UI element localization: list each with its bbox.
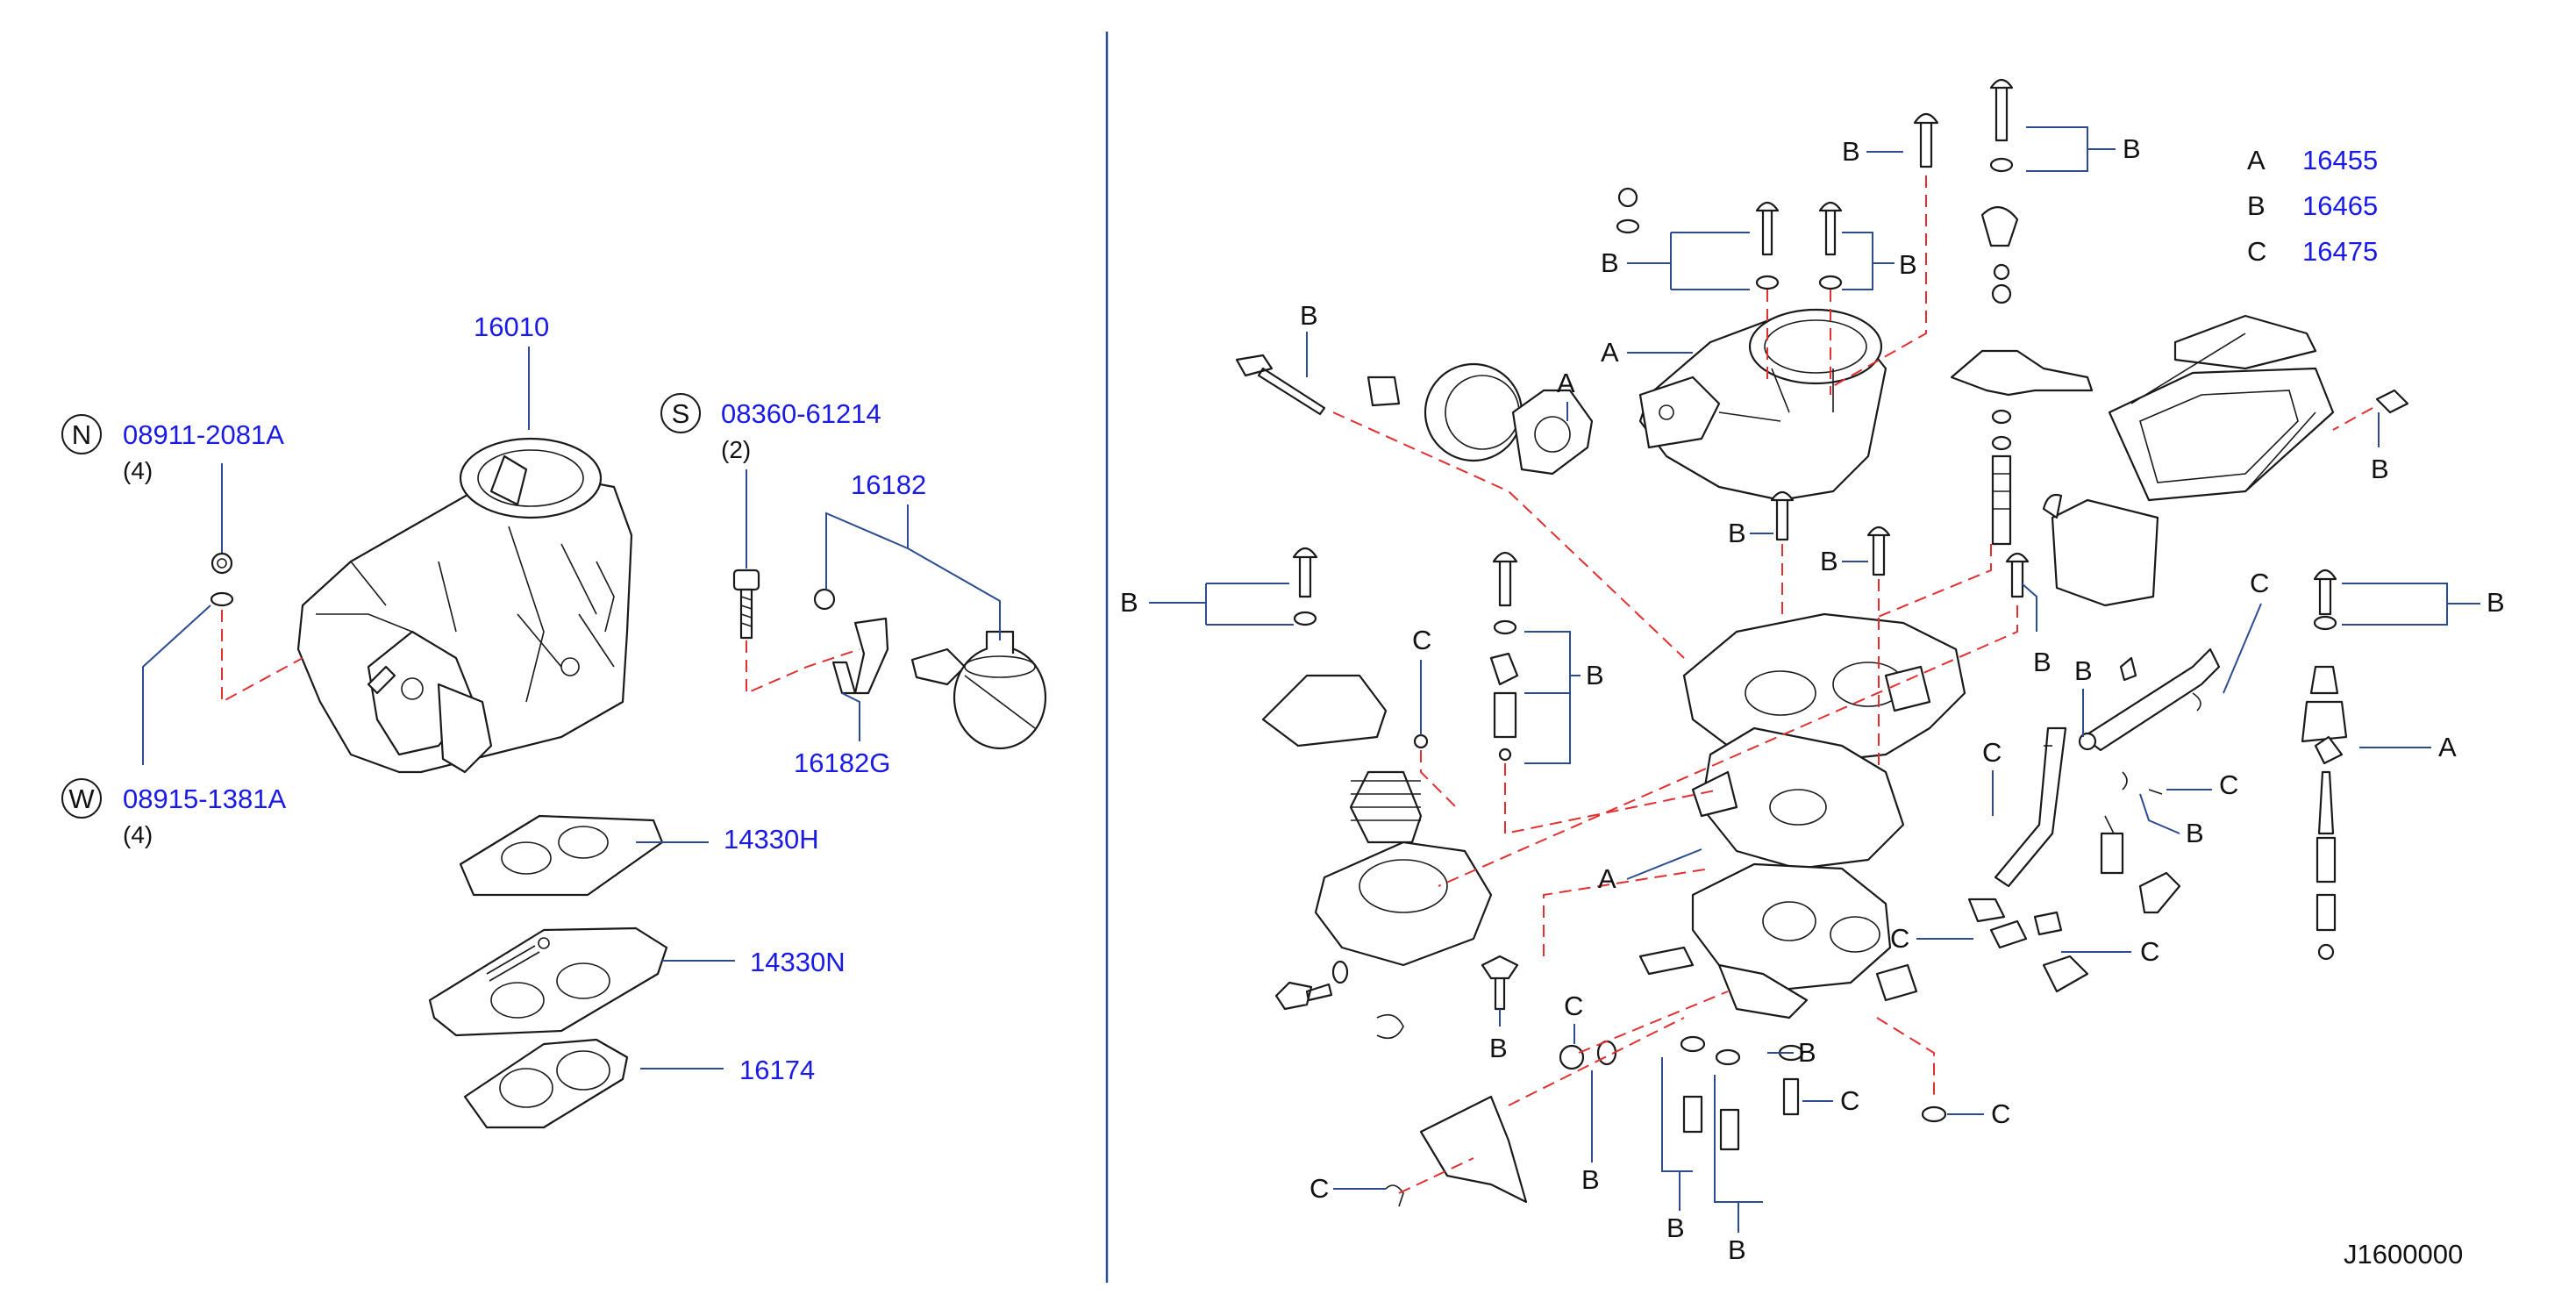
legend-key-c: C xyxy=(2247,236,2266,267)
legend-part-a[interactable]: 16455 xyxy=(2302,145,2378,175)
callout-b: B xyxy=(2033,647,2052,677)
part-number-actuator[interactable]: 16182 xyxy=(851,469,926,500)
symbol-s-callout: S 08360-61214 (2) xyxy=(660,393,881,463)
nut-n[interactable] xyxy=(211,552,233,575)
callouts-a: A A A A xyxy=(1557,337,2457,894)
legend: A 16455 B 16465 C 16475 xyxy=(2247,145,2378,267)
part-number-carburetor[interactable]: 16010 xyxy=(474,311,549,342)
screw-left-b[interactable] xyxy=(1292,547,1318,598)
callout-b: B xyxy=(2074,655,2093,686)
throttle-cone[interactable] xyxy=(1424,362,1594,476)
callout-c: C xyxy=(1309,1173,1329,1204)
callout-c: C xyxy=(1982,737,2002,768)
callout-b: B xyxy=(1820,546,1838,576)
part-number-w[interactable]: 08915-1381A xyxy=(123,783,286,814)
part-number-gasket-n[interactable]: 14330N xyxy=(750,947,846,977)
gasket-sandwich[interactable] xyxy=(2042,314,2335,607)
callout-b: B xyxy=(2487,587,2505,618)
callout-b: B xyxy=(1842,136,1860,167)
bolt-s[interactable] xyxy=(732,569,760,640)
callout-b: B xyxy=(1489,1033,1508,1063)
callout-b: B xyxy=(2371,454,2389,484)
legend-key-b: B xyxy=(2247,190,2266,221)
callout-b: B xyxy=(2123,133,2141,164)
air-horn[interactable] xyxy=(1638,308,1887,502)
symbol-n-letter: N xyxy=(72,419,91,450)
symbol-s-letter: S xyxy=(672,398,690,429)
legend-part-b[interactable]: 16465 xyxy=(2302,190,2378,221)
callout-c: C xyxy=(1890,923,1909,954)
bottom-cover[interactable] xyxy=(1419,1095,1528,1204)
callout-b: B xyxy=(2186,818,2204,848)
throttle-body[interactable] xyxy=(1638,862,1918,1019)
part-number-s[interactable]: 08360-61214 xyxy=(721,398,881,429)
carburetor-assembly[interactable] xyxy=(296,437,633,774)
diagram-code: J1600000 xyxy=(2344,1239,2463,1270)
linkage-stack[interactable] xyxy=(1950,78,2094,546)
callouts-c: C C C C C C C C C C xyxy=(1309,568,2269,1204)
float-needle[interactable] xyxy=(2316,770,2337,961)
long-bolt[interactable] xyxy=(1235,354,1326,416)
gasket-14330h[interactable] xyxy=(459,814,664,897)
screw-b-top[interactable] xyxy=(1913,112,1939,168)
bracket-16182g[interactable] xyxy=(831,661,857,695)
callout-b: B xyxy=(1601,247,1619,278)
callout-c: C xyxy=(1564,991,1583,1021)
part-number-n[interactable]: 08911-2081A xyxy=(123,419,284,450)
screw-mid-b[interactable] xyxy=(1492,551,1518,607)
callout-b: B xyxy=(1899,249,1917,280)
bolt-right-b[interactable] xyxy=(2375,389,2409,414)
callout-b: B xyxy=(1300,300,1318,331)
insulator-16174[interactable] xyxy=(463,1038,629,1129)
gasket-14330n[interactable] xyxy=(428,926,668,1037)
callout-a: A xyxy=(2438,732,2457,762)
callout-a: A xyxy=(1598,863,1616,894)
choke-housing[interactable] xyxy=(1261,674,1493,967)
callout-b: B xyxy=(1120,587,1138,618)
symbol-w-callout: W 08915-1381A (4) xyxy=(61,778,286,848)
bolt-lower-left[interactable] xyxy=(1274,981,1333,1011)
callout-c: C xyxy=(1412,625,1431,655)
part-number-gasket-h[interactable]: 14330H xyxy=(724,824,819,855)
lever-right[interactable] xyxy=(2081,647,2221,752)
callout-a: A xyxy=(1601,337,1619,368)
screw-center-1[interactable] xyxy=(1770,490,1795,541)
qty-w: (4) xyxy=(123,821,153,848)
actuator-16182[interactable] xyxy=(813,588,1047,750)
bolt-lower-mid[interactable] xyxy=(1481,955,1519,1011)
legend-part-c[interactable]: 16475 xyxy=(2302,236,2378,267)
callout-b: B xyxy=(1728,518,1746,548)
fuel-hose[interactable] xyxy=(1994,726,2067,888)
screw-top-1[interactable] xyxy=(1755,201,1780,256)
callout-c: C xyxy=(2140,936,2159,967)
callout-c: C xyxy=(2219,769,2238,800)
callouts-b: B B B B B B B B B B B B B B B B B B B xyxy=(1120,126,2505,1265)
carburetor-body[interactable] xyxy=(1682,612,1966,870)
callout-a: A xyxy=(1557,368,1575,398)
qty-s: (2) xyxy=(721,436,751,463)
symbol-n-callout: N 08911-2081A (4) xyxy=(61,414,284,484)
screw-center-3[interactable] xyxy=(2005,552,2030,598)
screw-top-2[interactable] xyxy=(1818,201,1843,256)
part-number-insulator[interactable]: 16174 xyxy=(739,1055,815,1085)
callout-c: C xyxy=(2250,568,2269,598)
screw-right-b[interactable] xyxy=(2313,569,2337,616)
legend-key-a: A xyxy=(2247,145,2266,175)
callout-b: B xyxy=(1798,1037,1816,1068)
qty-n: (4) xyxy=(123,457,153,484)
callout-b: B xyxy=(1586,660,1604,690)
callout-b: B xyxy=(1666,1213,1685,1243)
callout-b: B xyxy=(1728,1234,1746,1265)
screw-center-2[interactable] xyxy=(1866,526,1891,576)
callout-c: C xyxy=(1991,1098,2010,1129)
part-number-bracket[interactable]: 16182G xyxy=(794,748,890,778)
symbol-w-letter: W xyxy=(68,783,95,814)
callout-c: C xyxy=(1840,1085,1859,1116)
washer-w[interactable] xyxy=(210,591,234,607)
callout-b: B xyxy=(1581,1164,1600,1195)
